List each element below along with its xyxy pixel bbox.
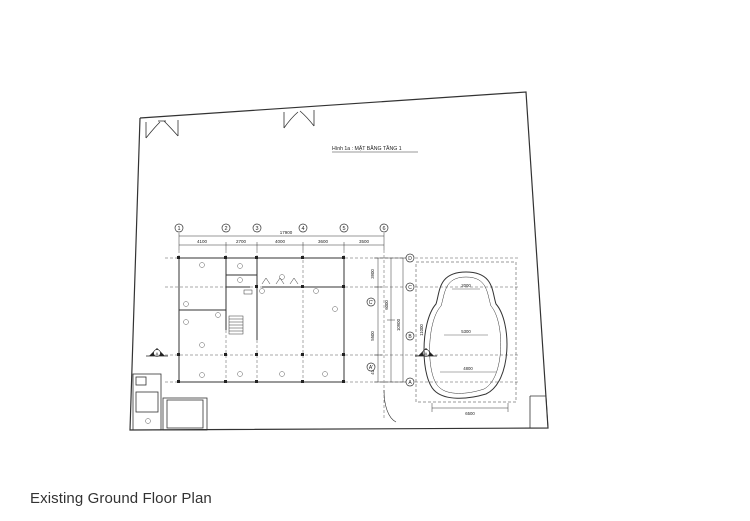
- bottom-left-structures: [132, 373, 208, 431]
- plan-caption: Existing Ground Floor Plan: [30, 490, 212, 507]
- section-marker-right: A: [415, 348, 437, 357]
- room-tags: [183, 262, 338, 378]
- top-dimension-lines: [178, 233, 385, 250]
- dim-5500: 5500: [370, 331, 375, 341]
- dim-5300: 5300: [461, 329, 471, 334]
- top-dimensions: 4100 2700 4000 3600 3500: [197, 239, 370, 244]
- svg-text:3: 3: [255, 226, 258, 232]
- svg-text:C: C: [408, 285, 412, 291]
- dim-4000: 4000: [275, 239, 286, 244]
- dim-10900: 10900: [396, 318, 401, 331]
- svg-text:4: 4: [301, 226, 304, 232]
- svg-text:5: 5: [342, 226, 345, 232]
- grid-col-4: 4: [298, 223, 308, 233]
- grid-col-6: 6: [379, 223, 389, 233]
- entrance-door-left: [145, 120, 179, 139]
- svg-text:D: D: [408, 256, 412, 262]
- svg-text:A': A': [369, 365, 373, 371]
- pool-dimensions: 2000 5300 4800 6500: [461, 283, 475, 416]
- dim-3900: 3900: [370, 269, 375, 279]
- grid-row-B: B: [405, 331, 415, 341]
- grid-row-A-prime: A': [366, 362, 376, 372]
- drawing-title: Hình 1a : MẶT BẰNG TẦNG 1: [332, 144, 402, 152]
- right-dimension-lines: [374, 257, 407, 383]
- structural-columns: [177, 256, 345, 383]
- dim-3500: 3500: [359, 239, 370, 244]
- svg-text:1: 1: [177, 226, 180, 232]
- svg-text:C': C': [369, 300, 374, 306]
- grid-col-1: 1: [174, 223, 184, 233]
- grid-col-5: 5: [339, 223, 349, 233]
- svg-text:A: A: [408, 380, 412, 386]
- svg-text:A: A: [156, 351, 159, 356]
- svg-text:6: 6: [382, 226, 385, 232]
- bottom-right-structure: [529, 395, 549, 429]
- pool-area: [415, 261, 517, 412]
- dim-4100: 4100: [197, 239, 208, 244]
- pool-inner-outline: [429, 276, 502, 394]
- grid-row-A: A: [405, 377, 415, 387]
- grid-col-2: 2: [221, 223, 231, 233]
- top-total-dimension: 17900: [280, 230, 293, 235]
- grid-column-markers: 1 2 3 4 5 6: [174, 223, 389, 233]
- dim-6500: 6500: [465, 411, 475, 416]
- entrance-door-right: [283, 110, 315, 129]
- svg-text:B: B: [408, 334, 412, 340]
- dim-11000: 11000: [419, 324, 424, 336]
- pool-outline: [423, 271, 508, 399]
- fixtures: [243, 277, 299, 295]
- curved-edge-line: [383, 389, 397, 423]
- dim-3600: 3600: [318, 239, 329, 244]
- grid-row-C-prime: C': [366, 297, 376, 307]
- section-marker-left: A: [146, 348, 168, 357]
- staircase: [228, 315, 244, 335]
- dim-2000: 2000: [461, 283, 471, 288]
- dim-4800: 4800: [463, 366, 473, 371]
- dim-2700: 2700: [236, 239, 247, 244]
- grid-row-markers: D C B A C' A': [366, 253, 415, 387]
- dim-6000: 6000: [384, 300, 389, 310]
- svg-text:2: 2: [224, 226, 227, 232]
- building-walls: [178, 257, 345, 383]
- grid-col-3: 3: [252, 223, 262, 233]
- grid-row-D: D: [405, 253, 415, 263]
- grid-row-C: C: [405, 282, 415, 292]
- site-boundary: [129, 91, 549, 431]
- svg-text:A: A: [425, 351, 428, 356]
